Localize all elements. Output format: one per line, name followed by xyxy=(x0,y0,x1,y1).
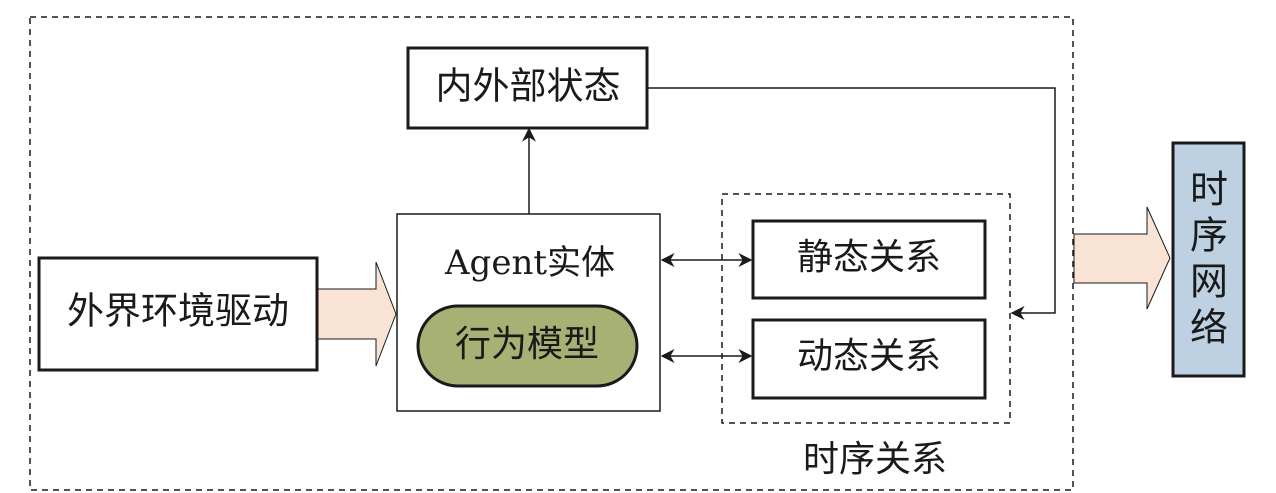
temporal-network-char-2: 序 xyxy=(1190,214,1228,258)
temporal-network-node: 时 序 网 络 xyxy=(1171,141,1246,378)
agent-entity-label: Agent实体 xyxy=(444,243,615,283)
driver-to-agent-arrow xyxy=(317,261,397,367)
behavior-model-label: 行为模型 xyxy=(455,324,599,365)
system-to-network-arrow xyxy=(1073,206,1171,310)
dynamic-relation-label: 动态关系 xyxy=(797,336,941,377)
static-relation-node: 静态关系 xyxy=(751,219,987,300)
static-relation-label: 静态关系 xyxy=(797,237,941,278)
internal-external-state-node: 内外部状态 xyxy=(406,46,649,130)
temporal-relation-label: 时序关系 xyxy=(803,439,947,480)
temporal-network-char-1: 时 xyxy=(1190,168,1228,212)
state-feedback-connector xyxy=(648,87,1056,320)
dynamic-relation-node: 动态关系 xyxy=(751,318,987,400)
external-driver-node: 外界环境驱动 xyxy=(37,256,319,372)
temporal-network-char-3: 网 xyxy=(1190,260,1228,304)
temporal-relation-group xyxy=(721,193,1011,424)
external-driver-label: 外界环境驱动 xyxy=(67,290,289,333)
temporal-network-char-4: 络 xyxy=(1190,306,1228,350)
outer-dashed-boundary xyxy=(29,16,1074,491)
internal-external-state-label: 内外部状态 xyxy=(436,65,621,108)
behavior-model-node: 行为模型 xyxy=(416,304,639,388)
